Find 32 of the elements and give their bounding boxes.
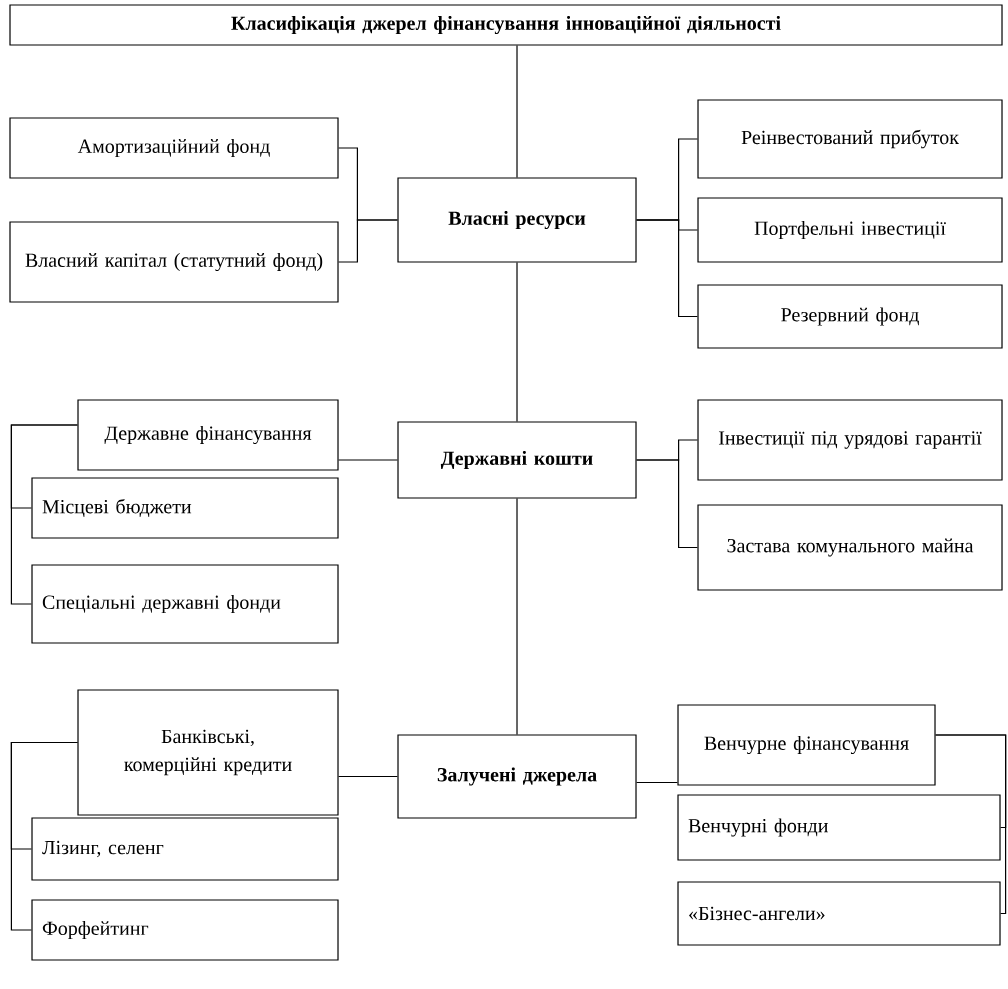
source-box: Власний капітал (статутний фонд)	[9, 221, 339, 303]
source-box: Амортизаційний фонд	[9, 117, 339, 179]
source-box: Лізинг, селенг	[31, 817, 339, 881]
connector-line	[636, 219, 698, 318]
connector-line	[516, 498, 518, 735]
connector-line	[636, 459, 698, 549]
connector-line	[338, 775, 398, 778]
source-box: Резервний фонд	[697, 284, 1003, 349]
source-box: Інвестиції під урядові гарантії	[697, 399, 1003, 481]
connector-line	[516, 262, 518, 422]
source-box: Форфейтинг	[31, 899, 339, 961]
title-box: Класифікація джерел фінансування інноваційної діяльності	[9, 4, 1003, 46]
connector-line	[338, 459, 398, 461]
source-box: Спеціальні державні фонди	[31, 564, 339, 644]
category-box: Державні кошти	[397, 421, 637, 499]
source-box: Державне фінансування	[77, 399, 339, 471]
source-box: Венчурні фонди	[677, 794, 1001, 861]
source-box: «Бізнес-ангели»	[677, 881, 1001, 946]
source-box: Венчурне фінансування	[677, 704, 936, 786]
connector-line	[516, 45, 518, 178]
connector-line	[10, 741, 78, 931]
category-box: Власні ресурси	[397, 177, 637, 263]
connector-line	[636, 781, 678, 784]
connector-line	[935, 734, 1007, 915]
source-box: Банківські, комерційні кредити	[77, 689, 339, 816]
category-box: Залучені джерела	[397, 734, 637, 819]
source-box: Застава комунального майна	[697, 504, 1003, 591]
connector-line	[338, 219, 398, 263]
source-box: Реінвестований прибуток	[697, 99, 1003, 179]
source-box: Портфельні інвестиції	[697, 197, 1003, 263]
source-box: Місцеві бюджети	[31, 477, 339, 539]
connector-line	[10, 424, 78, 605]
